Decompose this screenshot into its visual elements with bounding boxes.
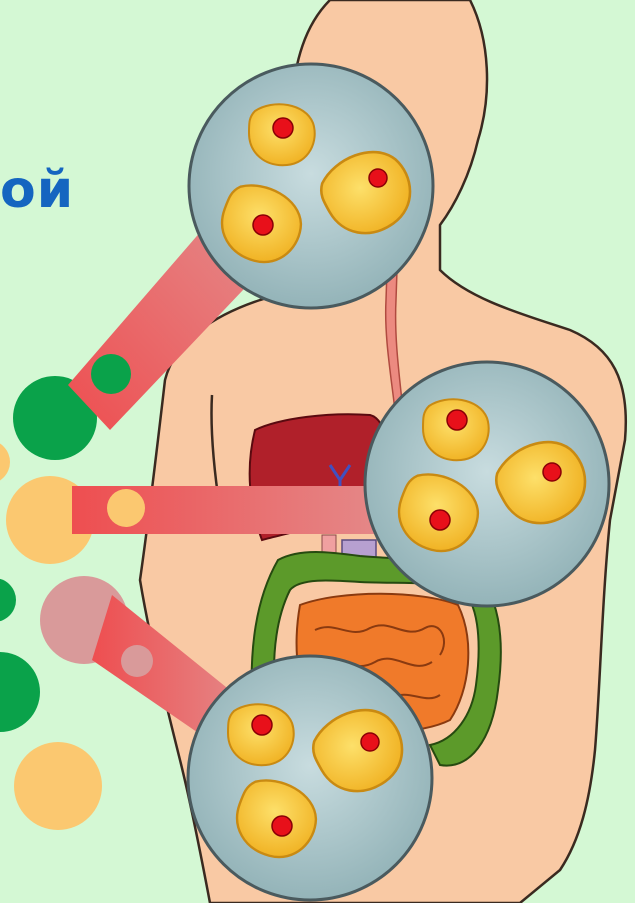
lens-upper [189,64,433,308]
bubble-yellow-edge [0,440,10,484]
bubble-green-lower [0,652,40,732]
bubble-yellow-bottom [14,742,102,830]
bubble-pink-small [121,645,153,677]
title-fragment: ой [0,160,74,220]
lens-lower [188,656,432,900]
bubble-green-edge [0,578,16,622]
lens-middle [365,362,609,606]
bubble-yellow-small [107,489,145,527]
bubble-green-small [91,354,131,394]
